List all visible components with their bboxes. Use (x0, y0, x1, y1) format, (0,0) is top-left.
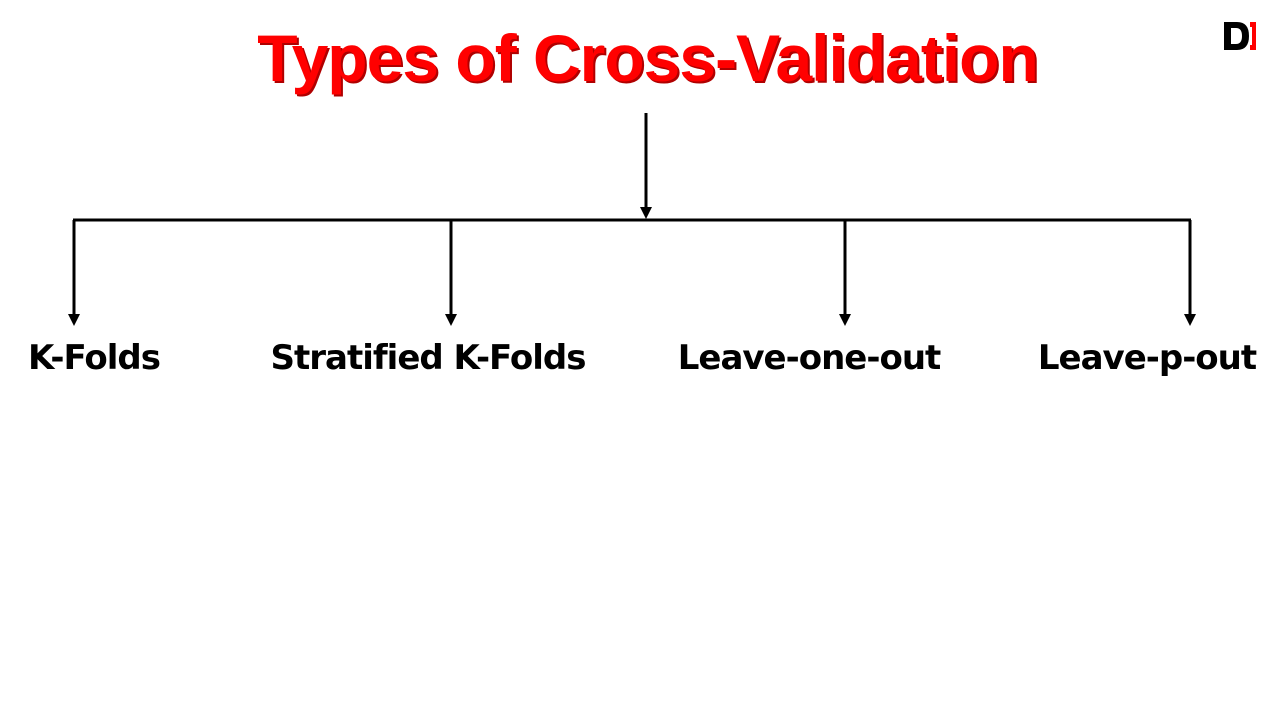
node-leave-one-out: Leave-one-out (677, 338, 942, 378)
diagram-title: Types of Cross-Validation (257, 21, 1039, 95)
node-stratified-k-folds: Stratified K-Folds (270, 338, 587, 378)
arrowhead-stratified-k-folds-icon (445, 314, 457, 326)
arrowhead-leave-one-out-icon (839, 314, 851, 326)
node-k-folds: K-Folds (28, 338, 161, 378)
arrowhead-k-folds-icon (68, 314, 80, 326)
arrowhead-leave-p-out-icon (1184, 314, 1196, 326)
brand-logo-icon (1224, 22, 1256, 50)
root-arrowhead-icon (640, 207, 652, 219)
node-leave-p-out: Leave-p-out (1037, 338, 1257, 378)
